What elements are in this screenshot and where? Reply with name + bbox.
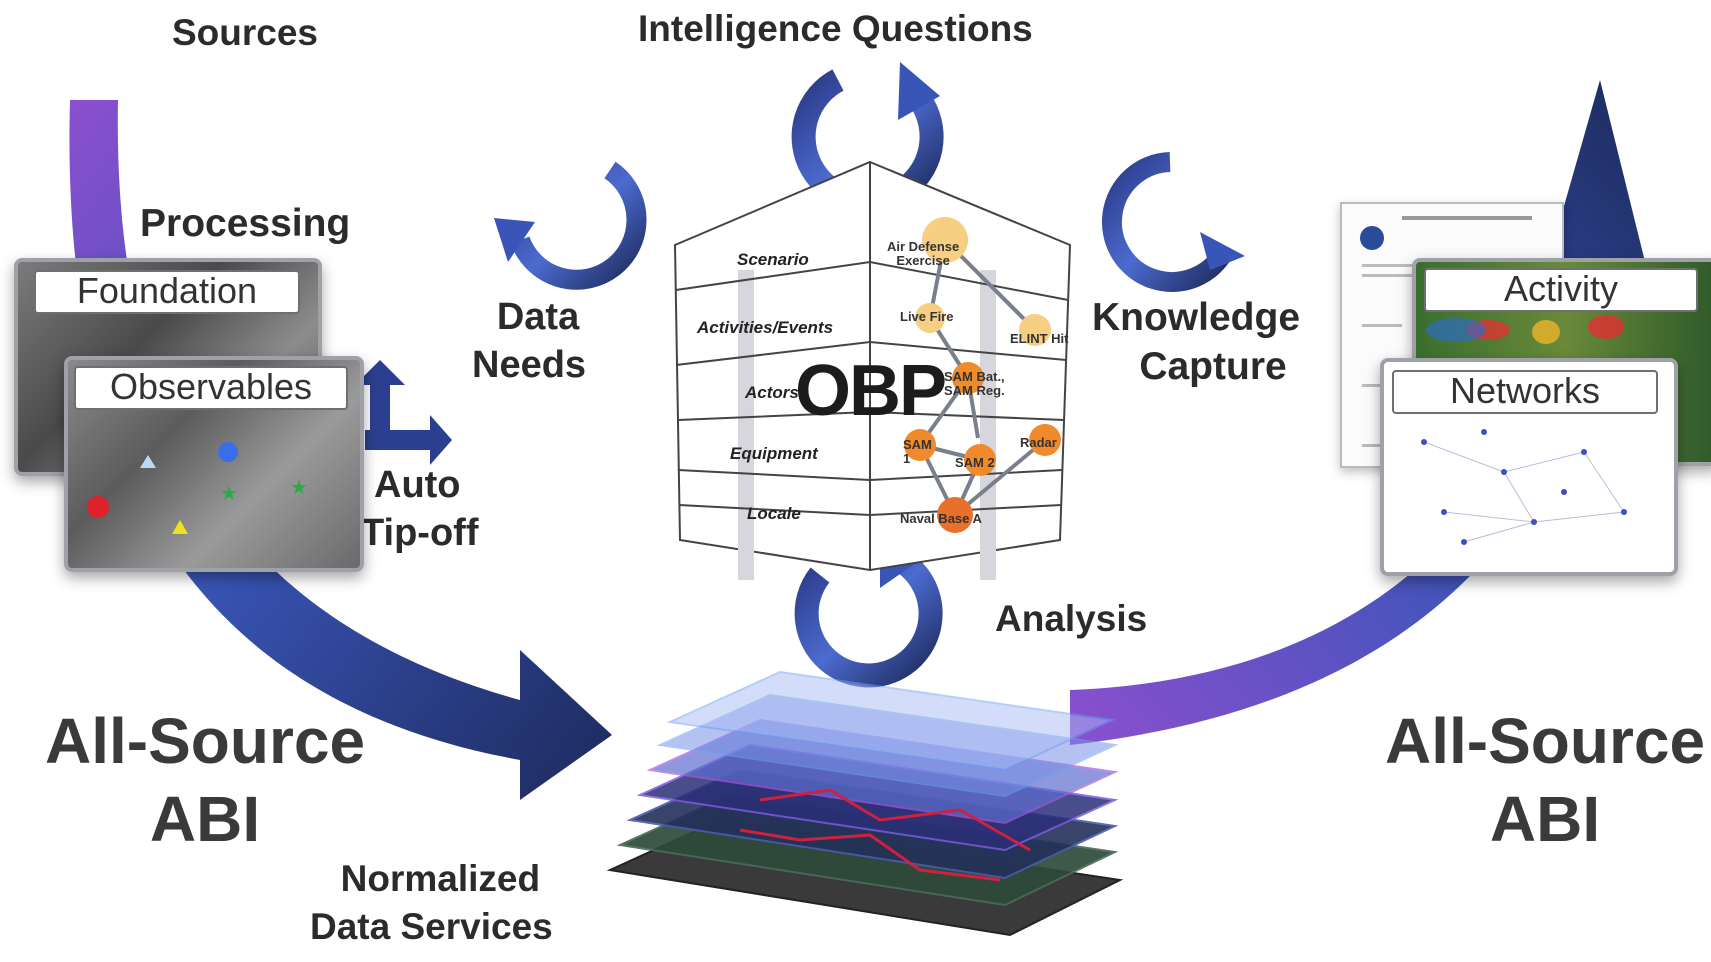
processing-label: Processing	[140, 202, 351, 245]
obp-row-scenario: Scenario	[737, 250, 809, 269]
node-air-defense: Air Defense Exercise	[887, 240, 959, 267]
node-sam-bat-line-2: SAM Reg.	[944, 382, 1005, 398]
obp-row-actors: Actors	[745, 383, 799, 402]
auto-tipoff-line-1: Auto	[374, 464, 461, 506]
auto-tipoff-label: Auto Tip-off	[361, 462, 478, 557]
network-graph	[1421, 429, 1627, 545]
knowledge-capture-label: Knowledge Capture	[1092, 294, 1300, 392]
node-sam-bat-line-1: SAM Bat.,	[944, 369, 1005, 384]
node-air-defense-line-1: Air Defense	[887, 239, 960, 254]
knowledge-capture-line-1: Knowledge	[1092, 296, 1301, 339]
all-source-abi-right: All-Source ABI	[1380, 702, 1710, 858]
analysis-label: Analysis	[995, 598, 1148, 639]
normalized-data-services-label: Normalized Data Services	[310, 855, 553, 951]
data-layers-stack	[606, 670, 1124, 937]
data-needs-line-2: Needs	[472, 343, 587, 386]
svg-text:★: ★	[290, 475, 308, 499]
obp-row-locale: Locale	[747, 504, 801, 523]
networks-panel: Networks	[1380, 358, 1678, 576]
intelligence-questions-label: Intelligence Questions	[638, 8, 1033, 49]
node-live-fire: Live Fire	[900, 309, 954, 324]
foundation-title: Foundation	[34, 270, 300, 314]
observables-title: Observables	[74, 366, 348, 410]
activity-heatmap	[1426, 315, 1624, 344]
auto-tipoff-line-2: Tip-off	[361, 511, 479, 554]
all-source-abi-left: All-Source ABI	[40, 702, 370, 858]
svg-text:★: ★	[220, 481, 238, 505]
node-elint: ELINT Hit	[1010, 331, 1069, 346]
obp-nodes	[904, 217, 1061, 533]
normalized-line-1: Normalized	[340, 858, 541, 899]
node-sam2: SAM 2	[955, 455, 995, 470]
node-sam-bat: SAM Bat., SAM Reg.	[944, 370, 1005, 397]
observable-markers: ★ ★	[87, 442, 308, 534]
data-needs-line-1: Data	[496, 296, 580, 338]
cycle-arrow-knowledge	[1101, 152, 1245, 292]
node-sam1: SAM 1	[903, 437, 932, 466]
observables-panel: Observables ★ ★	[64, 356, 364, 572]
node-naval-base: Naval Base A	[900, 511, 982, 526]
node-air-defense-line-2: Exercise	[896, 252, 950, 268]
sources-label: Sources	[172, 12, 319, 53]
networks-title: Networks	[1392, 370, 1658, 414]
node-radar: Radar	[1020, 435, 1057, 450]
data-needs-label: Data Needs	[472, 294, 586, 389]
all-source-left-line-1: All-Source	[44, 705, 366, 777]
all-source-right-line-1: All-Source	[1384, 705, 1706, 777]
obp-row-activities: Activities/Events	[697, 318, 834, 337]
obp-title: OBP	[795, 351, 947, 431]
all-source-left-line-2: ABI	[149, 783, 261, 856]
obp-row-equipment: Equipment	[730, 444, 818, 463]
cycle-arrow-data-needs	[494, 161, 647, 290]
all-source-right-line-2: ABI	[1489, 783, 1601, 856]
auto-tipoff-arrows	[355, 360, 452, 465]
normalized-line-2: Data Services	[310, 906, 553, 948]
activity-title: Activity	[1424, 268, 1698, 312]
knowledge-capture-line-2: Capture	[1139, 344, 1287, 388]
